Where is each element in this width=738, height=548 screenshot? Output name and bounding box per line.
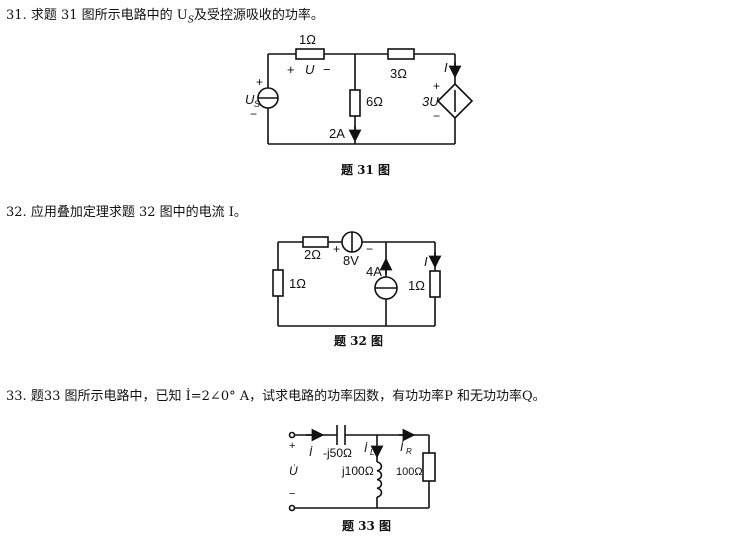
figure-31-circuit <box>257 48 474 145</box>
question-31-text-end: 及受控源吸收的功率。 <box>193 8 324 23</box>
fig31-caption: 题 31 图 <box>341 163 390 177</box>
fig31-label-us-plus: + <box>256 75 263 89</box>
fig31-label-1ohm: 1Ω <box>299 32 316 47</box>
fig31-label-u: U <box>305 62 315 77</box>
fig33-label-plus: + <box>289 440 295 452</box>
fig32-label-1ohm-left: 1Ω <box>289 276 306 291</box>
fig33-label-u: U̇ <box>289 464 298 478</box>
question-31-number: 31. <box>6 8 27 23</box>
fig33-inductor <box>376 461 383 498</box>
fig32-resistor-2ohm <box>302 236 329 248</box>
fig32-label-1ohm-right: 1Ω <box>408 278 425 293</box>
fig31-label-3u: 3U <box>422 94 439 109</box>
fig32-label-v-minus: − <box>366 242 373 256</box>
fig31-label-dep-plus: + <box>433 79 440 93</box>
fig33-label-capacitor: -j50Ω <box>323 446 352 460</box>
fig31-label-u-plus: + <box>287 62 295 77</box>
fig33-label-il: İ <box>364 441 368 455</box>
fig31-label-us-subscript: S <box>254 99 260 109</box>
fig31-resistor-6ohm <box>349 89 361 117</box>
fig31-label-6ohm: 6Ω <box>366 94 383 109</box>
fig33-caption: 题 33 图 <box>342 519 391 533</box>
figure-32-circuit <box>272 231 441 327</box>
question-31-text: 求题 31 图所示电路中的 U <box>30 8 188 23</box>
fig32-resistor-1ohm-left <box>272 269 284 297</box>
fig31-resistor-1ohm <box>295 48 325 60</box>
question-33-text: 题33 图所示电路中，已知 İ=2∠0° A，试求电路的功率因数，有功功率P 和… <box>30 389 546 404</box>
fig33-label-inductor: j100Ω <box>341 464 374 478</box>
fig33-label-ir: İ <box>400 440 404 454</box>
fig32-label-8v: 8V <box>343 253 359 268</box>
fig33-label-minus: − <box>289 488 295 500</box>
fig31-label-dep-minus: − <box>433 109 440 123</box>
fig33-label-ir-subscript: R <box>406 447 412 456</box>
fig32-label-v-plus: + <box>333 242 340 256</box>
question-31: 31. 求题 31 图所示电路中的 US及受控源吸收的功率。 <box>6 4 324 26</box>
question-31-subscript: S <box>187 15 194 26</box>
fig31-label-us-minus: − <box>250 107 257 121</box>
fig31-label-i: I <box>444 60 448 75</box>
question-32: 32. 应用叠加定理求题 32 图中的电流 I。 <box>6 201 247 220</box>
fig31-label-3ohm: 3Ω <box>390 66 407 81</box>
fig33-label-il-subscript: L <box>370 448 374 457</box>
fig31-label-us: U <box>245 92 255 107</box>
fig31-label-2a: 2A <box>329 126 345 141</box>
fig31-resistor-3ohm <box>387 48 415 60</box>
question-32-text: 应用叠加定理求题 32 图中的电流 I。 <box>30 205 247 220</box>
fig32-caption: 题 32 图 <box>334 334 383 348</box>
question-32-number: 32. <box>6 205 27 220</box>
question-33: 33. 题33 图所示电路中，已知 İ=2∠0° A，试求电路的功率因数，有功功… <box>6 385 546 404</box>
fig33-terminal-bottom <box>288 504 296 512</box>
fig32-resistor-1ohm-right <box>429 270 441 298</box>
fig33-terminal-top <box>288 431 296 439</box>
fig31-label-u-minus: − <box>323 62 331 77</box>
fig33-label-i: İ <box>309 445 313 459</box>
question-33-number: 33. <box>6 389 27 404</box>
fig33-label-resistor: 100Ω <box>396 466 423 478</box>
fig32-label-4a: 4A <box>366 264 382 279</box>
fig33-resistor-100ohm <box>422 452 436 482</box>
fig32-label-2ohm: 2Ω <box>304 247 321 262</box>
fig32-label-i: I <box>424 254 428 269</box>
